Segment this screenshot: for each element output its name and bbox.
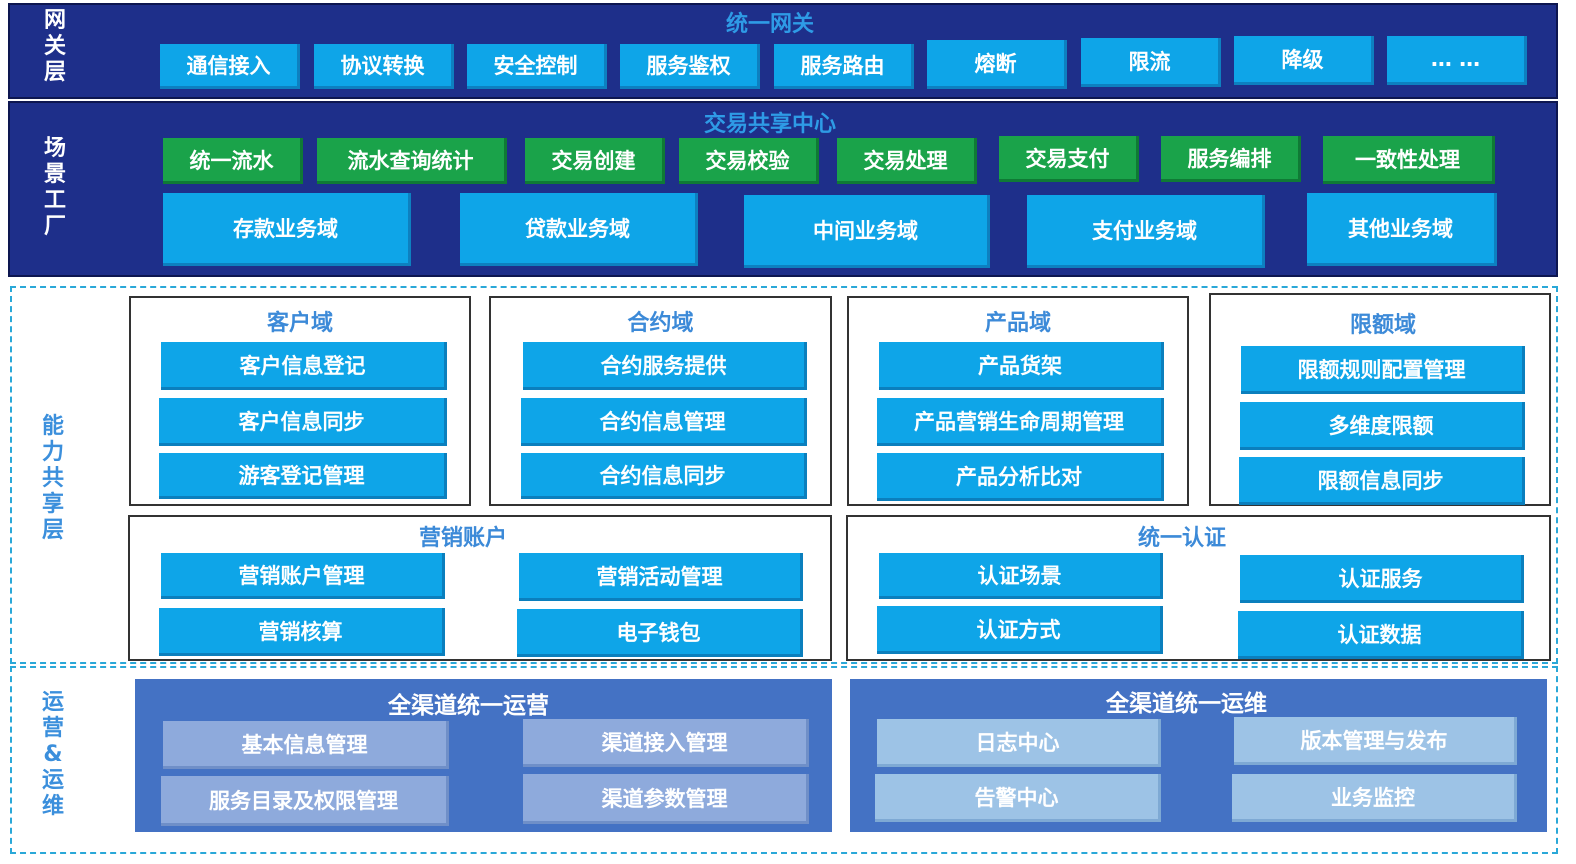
auth-item-scene: 认证场景	[879, 553, 1163, 599]
auth-item-service: 认证服务	[1240, 555, 1524, 603]
auth-item-method: 认证方式	[877, 606, 1163, 654]
scene-domain-loan: 贷款业务域	[460, 193, 698, 266]
operation-item-params: 渠道参数管理	[523, 774, 809, 824]
gateway-side-label: 网 关 层	[43, 8, 66, 85]
product-domain-title: 产品域	[984, 311, 1051, 336]
capability-layer	[10, 286, 1558, 664]
scene-item-flow-query: 流水查询统计	[317, 138, 507, 184]
scene-domain-other: 其他业务域	[1307, 193, 1497, 266]
marketing-item-wallet: 电子钱包	[517, 609, 803, 657]
scene-domain-intermediate: 中间业务域	[744, 195, 990, 268]
auth-item-data: 认证数据	[1238, 611, 1524, 659]
scene-item-consistency: 一致性处理	[1323, 136, 1495, 184]
gateway-item-auth: 服务鉴权	[620, 44, 760, 89]
maintenance-item-alert: 告警中心	[875, 774, 1161, 822]
gateway-item-degrade: 降级	[1234, 36, 1374, 85]
ops-side-label: 运 营 & 运 维	[41, 690, 64, 819]
contract-item-sync: 合约信息同步	[521, 453, 807, 499]
contract-item-provide: 合约服务提供	[523, 342, 807, 390]
scene-item-orchestration: 服务编排	[1161, 136, 1301, 182]
limit-item-rules: 限额规则配置管理	[1241, 346, 1525, 394]
scene-item-trade-create: 交易创建	[525, 138, 665, 184]
scene-domain-deposit: 存款业务域	[163, 193, 411, 266]
limit-item-multidim: 多维度限额	[1240, 402, 1525, 450]
marketing-item-activity: 营销活动管理	[519, 553, 803, 601]
gateway-item-comm: 通信接入	[160, 44, 300, 89]
customer-item-guest: 游客登记管理	[159, 453, 447, 499]
customer-item-sync: 客户信息同步	[159, 398, 447, 446]
gateway-item-circuit: 熔断	[927, 40, 1067, 89]
customer-domain-title: 客户域	[266, 311, 333, 336]
maintenance-item-release: 版本管理与发布	[1234, 717, 1517, 765]
scene-item-trade-process: 交易处理	[837, 138, 977, 184]
product-item-compare: 产品分析比对	[877, 453, 1164, 501]
ops-layer	[10, 666, 1558, 854]
operation-item-channel: 渠道接入管理	[523, 719, 809, 767]
gateway-item-security: 安全控制	[467, 44, 607, 89]
gateway-title: 统一网关	[725, 12, 814, 37]
scene-item-trade-verify: 交易校验	[679, 138, 819, 184]
operation-item-basic: 基本信息管理	[163, 721, 449, 769]
contract-domain-title: 合约域	[627, 311, 694, 336]
capability-side-label: 能 力 共 享 层	[41, 414, 64, 543]
maintenance-title: 全渠道统一运维	[1106, 691, 1267, 717]
limit-domain-title: 限额域	[1349, 313, 1416, 338]
maintenance-item-log: 日志中心	[877, 719, 1161, 767]
product-item-lifecycle: 产品营销生命周期管理	[877, 398, 1164, 446]
operation-item-catalog: 服务目录及权限管理	[161, 776, 449, 826]
scene-item-unified-flow: 统一流水	[163, 138, 303, 184]
customer-item-register: 客户信息登记	[161, 342, 447, 390]
contract-item-manage: 合约信息管理	[521, 398, 807, 446]
marketing-item-accounting: 营销核算	[159, 608, 445, 656]
auth-domain-title: 统一认证	[1137, 526, 1226, 551]
gateway-item-protocol: 协议转换	[314, 44, 454, 89]
limit-item-sync: 限额信息同步	[1239, 457, 1525, 505]
marketing-domain-title: 营销账户	[418, 526, 507, 551]
scene-item-trade-pay: 交易支付	[999, 136, 1139, 182]
gateway-item-ratelimit: 限流	[1081, 38, 1221, 87]
marketing-item-account: 营销账户管理	[161, 553, 445, 599]
operation-title: 全渠道统一运营	[388, 693, 549, 719]
scene-domain-payment: 支付业务域	[1027, 195, 1265, 268]
gateway-item-routing: 服务路由	[774, 44, 914, 89]
maintenance-item-monitor: 业务监控	[1232, 774, 1517, 822]
product-item-shelf: 产品货架	[879, 342, 1164, 390]
scene-side-label: 场 景 工 厂	[43, 136, 66, 239]
gateway-item-more: … …	[1387, 36, 1527, 85]
scene-title: 交易共享中心	[703, 112, 836, 137]
